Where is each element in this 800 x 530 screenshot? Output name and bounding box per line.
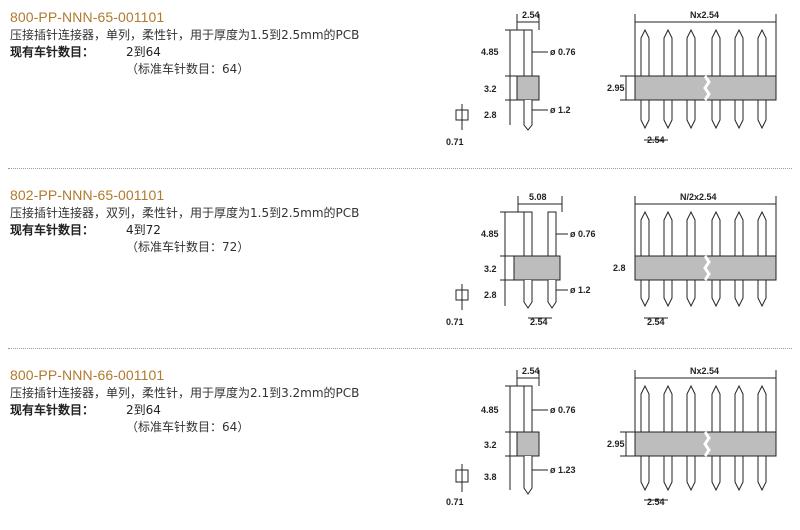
pin-count-label: 现有车针数目： <box>10 223 95 237</box>
separator <box>8 348 792 349</box>
dim-dia-bot: ø 1.23 <box>550 465 576 475</box>
product-block: 802-PP-NNN-65-001101 压接插针连接器，双列，柔性针，用于厚度… <box>0 178 800 350</box>
dim-pitch: 5.08 <box>529 192 547 202</box>
front-view-drawing: Nx2.54 2.95 2.54 <box>607 10 777 145</box>
dim-h-bot: 3.8 <box>484 472 497 482</box>
dim-thickness: 0.71 <box>446 137 464 147</box>
dim-thickness: 0.71 <box>446 317 464 327</box>
dim-body-height: 2.95 <box>607 83 625 93</box>
product-block: 800-PP-NNN-66-001101 压接插针连接器，单列，柔性针，用于厚度… <box>0 358 800 530</box>
front-view-drawing: N/2x2.54 2.8 2.54 <box>613 192 777 327</box>
pin-count-label: 现有车针数目： <box>10 403 95 417</box>
dim-h-mid: 3.2 <box>484 84 497 94</box>
dim-h-bot: 2.8 <box>484 290 497 300</box>
part-number: 802-PP-NNN-65-001101 <box>10 187 165 203</box>
dim-front-pitch: 2.54 <box>647 317 665 327</box>
standard-pin-count: （标准车针数目：64） <box>126 420 250 434</box>
pin-count-label: 现有车针数目： <box>10 45 95 59</box>
pin-count-value: 2到64 <box>126 403 161 417</box>
product-description: 压接插针连接器，双列，柔性针，用于厚度为1.5到2.5mm的PCB <box>10 206 360 220</box>
dim-dia-bot: ø 1.2 <box>570 285 591 295</box>
dim-pitch: 2.54 <box>522 10 540 20</box>
dim-body-height: 2.8 <box>613 263 626 273</box>
standard-pin-count: （标准车针数目：64） <box>126 62 250 76</box>
side-view-drawing: 5.08 4.85 ø 0.76 3.2 2.8 ø 1.2 0.71 2.54 <box>446 192 596 327</box>
dim-h-mid: 3.2 <box>484 440 497 450</box>
pin-count-value: 4到72 <box>126 223 161 237</box>
part-number: 800-PP-NNN-65-001101 <box>10 9 165 25</box>
side-view-drawing: 2.54 4.85 ø 0.76 3.2 2.8 ø 1.2 0.71 <box>446 10 576 147</box>
dim-body-height: 2.95 <box>607 439 625 449</box>
dim-width: Nx2.54 <box>690 10 719 20</box>
side-view-drawing: 2.54 4.85 ø 0.76 3.2 3.8 ø 1.23 0.71 <box>446 366 576 507</box>
dim-dia-top: ø 0.76 <box>570 229 596 239</box>
part-number: 800-PP-NNN-66-001101 <box>10 367 165 383</box>
dim-h-top: 4.85 <box>481 229 499 239</box>
dim-pitch: 2.54 <box>522 366 540 376</box>
dim-h-top: 4.85 <box>481 47 499 57</box>
dim-dia-top: ø 0.76 <box>550 47 576 57</box>
dim-h-bot: 2.8 <box>484 110 497 120</box>
dim-front-pitch: 2.54 <box>647 497 665 507</box>
product-block: 800-PP-NNN-65-001101 压接插针连接器，单列，柔性针，用于厚度… <box>0 0 800 172</box>
product-description: 压接插针连接器，单列，柔性针，用于厚度为1.5到2.5mm的PCB <box>10 28 360 42</box>
dim-pitch-bottom: 2.54 <box>530 317 548 327</box>
dim-thickness: 0.71 <box>446 497 464 507</box>
dim-front-pitch: 2.54 <box>647 135 665 145</box>
dim-h-top: 4.85 <box>481 405 499 415</box>
dim-h-mid: 3.2 <box>484 264 497 274</box>
dim-width: Nx2.54 <box>690 366 719 376</box>
standard-pin-count: （标准车针数目：72） <box>126 240 250 254</box>
dim-dia-bot: ø 1.2 <box>550 105 571 115</box>
dim-dia-top: ø 0.76 <box>550 405 576 415</box>
separator <box>8 168 792 169</box>
front-view-drawing: Nx2.54 2.95 2.54 <box>607 366 777 507</box>
dim-width: N/2x2.54 <box>680 192 717 202</box>
product-description: 压接插针连接器，单列，柔性针，用于厚度为2.1到3.2mm的PCB <box>10 386 360 400</box>
pin-count-value: 2到64 <box>126 45 161 59</box>
